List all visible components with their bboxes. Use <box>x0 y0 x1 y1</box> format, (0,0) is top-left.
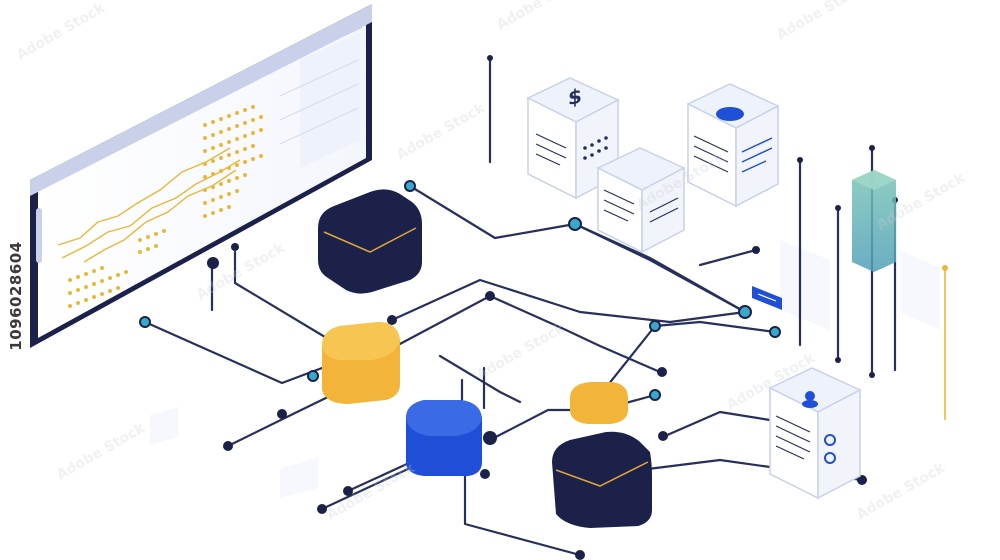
svg-text:Adobe Stock: Adobe Stock <box>474 320 568 384</box>
navy-cube-bottom <box>552 431 652 528</box>
blue-cube-node <box>406 400 482 476</box>
monitor-trend-lines <box>57 147 241 263</box>
teal-data-bar <box>852 170 896 272</box>
svg-text:Adobe Stock: Adobe Stock <box>324 460 418 524</box>
svg-text:Adobe Stock: Adobe Stock <box>494 0 588 33</box>
svg-text:$: $ <box>568 84 582 111</box>
monitor-grid-lines <box>279 59 359 145</box>
svg-text:Adobe Stock: Adobe Stock <box>394 100 488 164</box>
circuit-nodes <box>139 55 948 560</box>
background-ghost-panels <box>150 240 940 498</box>
user-document-icon <box>768 367 862 500</box>
navy-cube-top <box>318 189 422 294</box>
monitor-dashboard-icon <box>30 4 372 348</box>
circle-document-icon <box>686 83 780 208</box>
monitor-chart-dots <box>68 105 263 308</box>
svg-text:Adobe Stock: Adobe Stock <box>854 460 948 524</box>
text-document-icon <box>596 147 686 254</box>
svg-text:Adobe Stock: Adobe Stock <box>774 0 868 43</box>
small-tag-icon <box>752 286 782 310</box>
gold-small-node <box>570 382 628 424</box>
svg-text:Adobe Stock: Adobe Stock <box>54 420 148 484</box>
gold-cylinder-node <box>322 322 400 404</box>
stock-id-label: 1096028604 <box>7 241 25 351</box>
svg-text:Adobe Stock: Adobe Stock <box>14 0 108 63</box>
